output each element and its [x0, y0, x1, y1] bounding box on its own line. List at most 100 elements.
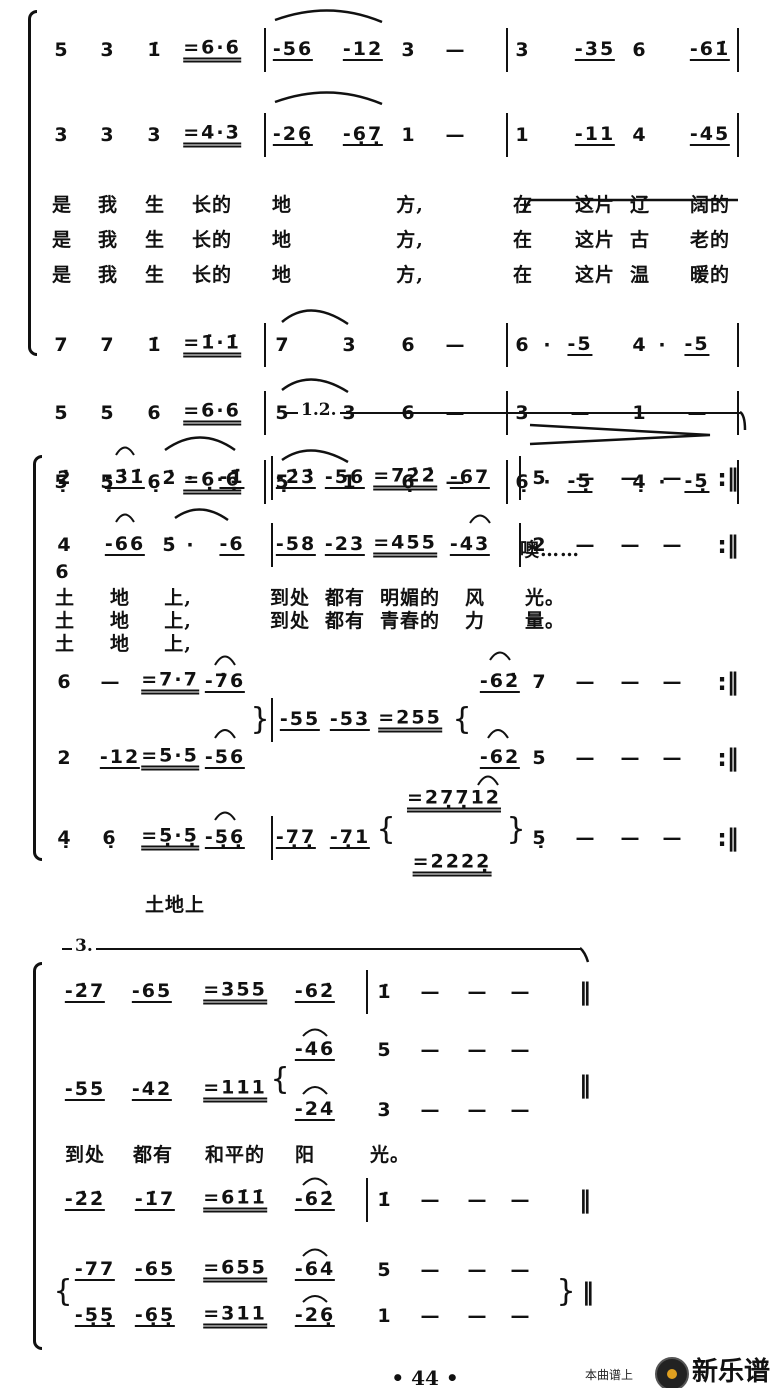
- note: 2̇: [162, 467, 178, 489]
- note: 3: [342, 334, 358, 356]
- beamed-notes: -62̇: [294, 1188, 336, 1211]
- watermark-text: 本曲谱上: [585, 1368, 634, 1382]
- double-beamed-notes: =111: [203, 1078, 267, 1103]
- note: 7: [532, 671, 548, 693]
- lyric-word: 光。: [524, 587, 566, 609]
- fermata: [214, 655, 236, 666]
- sustain-dash: —: [445, 39, 465, 61]
- repeat-barline: :‖: [717, 464, 739, 492]
- lyric-word: 这片: [574, 264, 616, 286]
- beamed-notes: -62̇: [479, 670, 521, 693]
- sustain-dash: —: [445, 334, 465, 356]
- note: 3: [377, 1099, 393, 1121]
- fermata: [115, 446, 135, 456]
- decrescendo-hairpin: [529, 423, 711, 446]
- sustain-dash: —: [510, 981, 530, 1003]
- barline: [271, 816, 273, 860]
- slur: [164, 436, 236, 452]
- fermata: [302, 1177, 328, 1186]
- double-beamed-notes: =6·6: [183, 401, 241, 426]
- lyric-word: 土: [54, 610, 76, 632]
- beamed-notes: -7̇6: [204, 670, 246, 693]
- note: 3: [401, 39, 417, 61]
- lyric-word: 土: [54, 633, 76, 655]
- note: 5: [532, 747, 548, 769]
- lyric-word: 地: [271, 229, 293, 251]
- note: 3: [54, 124, 70, 146]
- beamed-notes: -7̣7̣: [275, 826, 317, 849]
- note: 4: [632, 124, 648, 146]
- lyric-word: 在: [512, 264, 534, 286]
- beamed-notes: -56: [204, 746, 246, 769]
- lyric-word: 我: [97, 264, 119, 286]
- beamed-notes: -43: [449, 533, 491, 556]
- beamed-notes: -12: [342, 38, 384, 61]
- lyric-word: 地: [109, 610, 131, 632]
- chord-note: 6: [55, 561, 71, 583]
- lyric-word: 是: [51, 264, 73, 286]
- lyric-word: 老的: [689, 229, 731, 251]
- lyric-word: 地: [109, 587, 131, 609]
- sustain-dash: —: [662, 747, 682, 769]
- barline: [737, 28, 739, 72]
- beamed-notes: -6: [219, 533, 245, 556]
- slur: [281, 449, 349, 464]
- double-beamed-notes: =6·6: [183, 38, 241, 63]
- lyric-word: 方,: [396, 264, 424, 286]
- lyric-word: 温: [629, 264, 651, 286]
- fermata: [302, 1028, 328, 1037]
- double-beamed-notes: =5·5: [141, 746, 199, 771]
- lyric-word: 辽: [629, 194, 651, 216]
- sustain-dash: —: [420, 1305, 440, 1327]
- double-beamed-notes: =5̣·5̣: [141, 826, 199, 851]
- sustain-dash: —: [620, 671, 640, 693]
- sustain-dash: —: [510, 1039, 530, 1061]
- sustain-dash: —: [620, 827, 640, 849]
- barline: [271, 698, 273, 742]
- note: 6: [57, 671, 73, 693]
- lyric-word: 地: [271, 194, 293, 216]
- lyric-word: 力: [464, 610, 486, 632]
- augmentation-dot: ·: [658, 334, 666, 356]
- divisi-brace: }: [250, 702, 270, 737]
- sustain-dash: —: [420, 1099, 440, 1121]
- barline: [264, 460, 266, 504]
- beamed-notes: -24: [294, 1098, 336, 1121]
- note: 6: [515, 334, 531, 356]
- lyric-word: 地: [271, 264, 293, 286]
- sustain-dash: —: [620, 534, 640, 556]
- sustain-dash: —: [570, 402, 590, 424]
- lyric-extra: 噢……: [519, 539, 581, 561]
- note: 5̣: [54, 471, 70, 493]
- beamed-notes: -62̇: [294, 980, 336, 1003]
- sustain-dash: —: [575, 747, 595, 769]
- lyric-word: 长的: [191, 264, 233, 286]
- double-beamed-notes: =72̇2̇: [373, 466, 437, 491]
- lyric-word: 在: [512, 194, 534, 216]
- lyric-word: 土: [54, 587, 76, 609]
- note: 3: [342, 402, 358, 424]
- note: 5: [54, 402, 70, 424]
- lyric-word: 地: [109, 633, 131, 655]
- barline: [506, 28, 508, 72]
- sustain-dash: —: [575, 827, 595, 849]
- note: 6: [147, 402, 163, 424]
- sustain-dash: —: [662, 467, 682, 489]
- note: 2: [532, 534, 548, 556]
- note: 1: [401, 124, 417, 146]
- barline: [264, 113, 266, 157]
- note: 6: [632, 39, 648, 61]
- volta-label: 3.: [72, 936, 96, 956]
- note: 4̣: [632, 471, 648, 493]
- sustain-dash: —: [467, 1305, 487, 1327]
- double-beamed-notes: =6̣·6̣: [183, 470, 241, 495]
- barline: [506, 460, 508, 504]
- fermata: [489, 651, 511, 661]
- sustain-dash: —: [510, 1099, 530, 1121]
- barline: [737, 323, 739, 367]
- beamed-notes: -2̇7: [64, 980, 106, 1003]
- beamed-notes: -2̇3̇: [275, 466, 317, 489]
- double-beamed-notes: =2222̣: [412, 852, 492, 877]
